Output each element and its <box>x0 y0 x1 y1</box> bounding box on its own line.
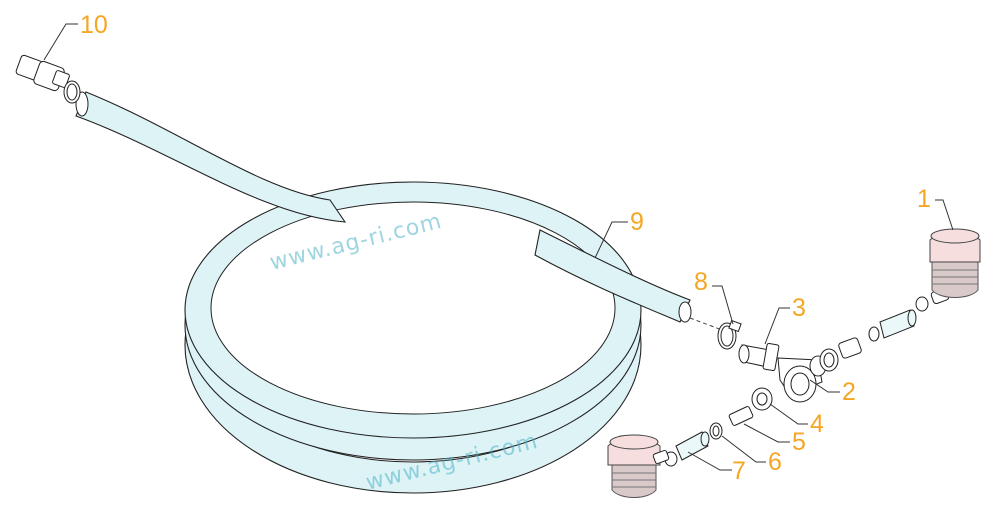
part-6-o-ring <box>709 422 723 440</box>
hose-end-right <box>678 301 692 323</box>
callout-3: 3 <box>792 294 806 322</box>
part-4-nut <box>751 387 773 411</box>
part-2-tee-fitting <box>777 355 827 403</box>
part-10-elbow-fitting <box>15 54 81 104</box>
callout-8: 8 <box>694 268 708 296</box>
part-8-clamp <box>717 319 742 350</box>
part-7-tube <box>664 431 710 467</box>
part-3-hose-barb <box>738 342 780 372</box>
right-fitting-chain <box>819 287 950 372</box>
callout-6: 6 <box>768 448 782 476</box>
callout-10: 10 <box>80 11 108 39</box>
callout-9: 9 <box>630 208 644 236</box>
callout-2: 2 <box>842 378 856 406</box>
callout-5: 5 <box>792 428 806 456</box>
callout-1: 1 <box>917 185 931 213</box>
callout-7: 7 <box>732 457 746 485</box>
part-5-nipple <box>728 406 754 426</box>
hose-tail-upper <box>75 91 347 223</box>
part-1-filter-cap <box>929 228 981 298</box>
leader-lines <box>43 23 954 471</box>
callout-4: 4 <box>810 410 824 438</box>
hose-dash-line <box>689 317 723 331</box>
bottom-filter-cap <box>607 434 670 498</box>
hose-coil <box>184 181 642 494</box>
hose-tail-right <box>534 229 691 323</box>
